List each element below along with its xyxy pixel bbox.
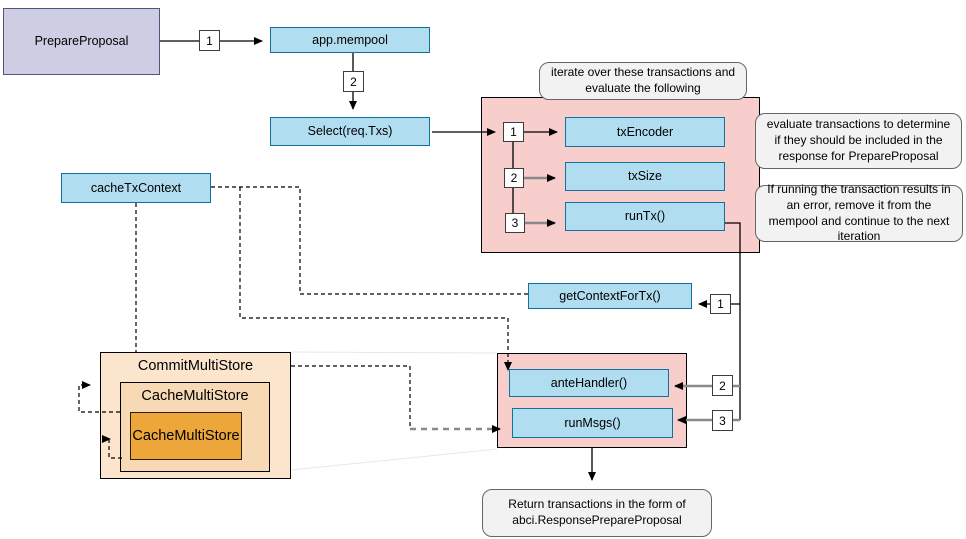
badge-ctx-1: 1 — [710, 294, 731, 314]
node-app-mempool: app.mempool — [270, 27, 430, 53]
commit-multi-store-label: CommitMultiStore — [137, 358, 254, 374]
ante-handler-label: anteHandler() — [550, 375, 628, 390]
edge-cachetx-to-antehandler — [239, 187, 512, 371]
dashed-connectors — [78, 186, 528, 459]
node-run-tx: runTx() — [565, 202, 725, 231]
node-tx-encoder: txEncoder — [565, 117, 725, 147]
callout-on-error: If running the transaction results in an… — [755, 181, 963, 244]
node-prepare-proposal: PrepareProposal — [3, 8, 160, 75]
badge-step-1-label: 1 — [206, 33, 213, 48]
tx-encoder-label: txEncoder — [616, 124, 674, 139]
edge-cache-to-commit-loop — [78, 381, 120, 413]
edge-runtx-down — [725, 222, 741, 420]
node-select-txs: Select(req.Txs) — [270, 117, 430, 146]
node-cache-tx-context: cacheTxContext — [61, 173, 211, 203]
cache-multi-store-inner-label: CacheMultiStore — [132, 428, 240, 444]
node-get-context-for-tx: getContextForTx() — [528, 283, 692, 309]
get-context-for-tx-label: getContextForTx() — [559, 288, 661, 303]
callout-iterate-text: iterate over these transactions and eval… — [550, 65, 736, 95]
badge-ctx-3-label: 3 — [719, 413, 726, 428]
callout-evaluate-text: evaluate transactions to determine if th… — [766, 117, 951, 163]
badge-iter-3: 3 — [505, 213, 525, 233]
badge-ctx-3: 3 — [712, 410, 733, 431]
prepare-proposal-label: PrepareProposal — [34, 34, 129, 49]
badge-step-2: 2 — [343, 71, 364, 92]
cache-multi-store-inner-box: CacheMultiStore — [130, 412, 242, 460]
tx-size-label: txSize — [627, 169, 663, 184]
badge-iter-2: 2 — [504, 168, 524, 188]
app-mempool-label: app.mempool — [312, 32, 388, 47]
callout-return-text: Return transactions in the form of abci.… — [508, 497, 686, 527]
edge-inner-cache-loop — [102, 435, 122, 459]
badge-iter-1-label: 1 — [510, 125, 517, 139]
association-lines — [290, 351, 498, 471]
select-txs-label: Select(req.Txs) — [307, 124, 393, 139]
run-msgs-label: runMsgs() — [564, 415, 621, 430]
edge-cachetx-to-getcontext — [211, 186, 528, 295]
node-tx-size: txSize — [565, 162, 725, 191]
badge-iter-2-label: 2 — [510, 171, 518, 185]
badge-iter-1: 1 — [503, 122, 524, 142]
node-ante-handler: anteHandler() — [509, 369, 669, 397]
callout-return: Return transactions in the form of abci.… — [482, 489, 712, 537]
badge-ctx-2: 2 — [712, 375, 733, 396]
cache-multi-store-label: CacheMultiStore — [141, 388, 249, 404]
run-tx-label: runTx() — [624, 209, 666, 224]
callout-evaluate: evaluate transactions to determine if th… — [755, 113, 962, 169]
callout-on-error-text: If running the transaction results in an… — [767, 181, 951, 244]
node-run-msgs: runMsgs() — [512, 408, 673, 438]
edge-store-to-runmsgs-a — [291, 365, 411, 429]
badge-step-1: 1 — [199, 30, 220, 51]
callout-iterate: iterate over these transactions and eval… — [539, 62, 747, 100]
badge-iter-3-label: 3 — [511, 216, 519, 230]
cache-tx-context-label: cacheTxContext — [90, 180, 182, 195]
badge-ctx-1-label: 1 — [717, 297, 724, 311]
badge-ctx-2-label: 2 — [719, 378, 726, 393]
badge-step-2-label: 2 — [350, 74, 357, 89]
